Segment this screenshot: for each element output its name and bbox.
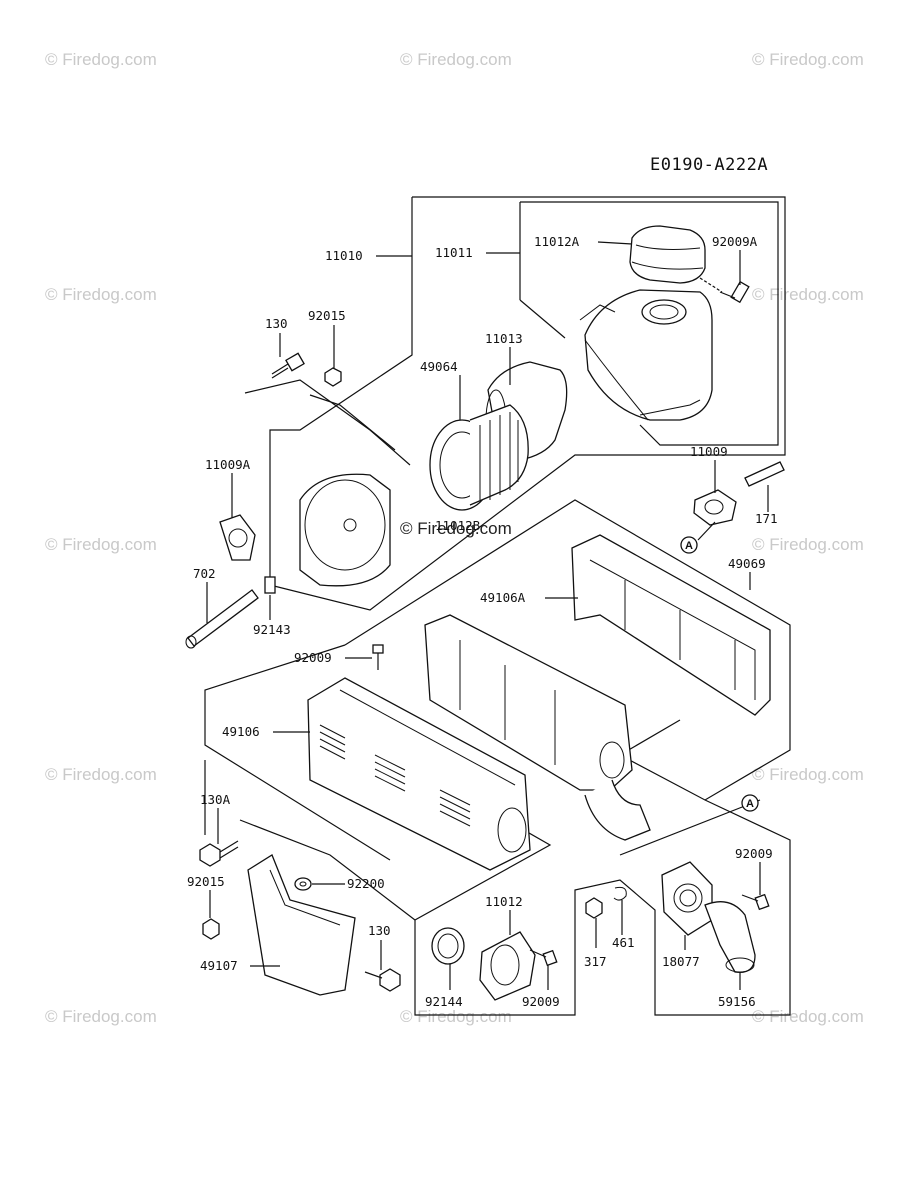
watermark: © Firedog.com xyxy=(752,1007,864,1026)
clip-461 xyxy=(613,886,627,901)
cap-11012A xyxy=(629,225,706,284)
callout-11009: 11009 xyxy=(690,444,728,459)
callout-130-top: 130 xyxy=(265,316,288,331)
callout-92015-bot: 92015 xyxy=(187,874,225,889)
arrester-18077 xyxy=(661,861,713,936)
callout-92009-mid: 92009 xyxy=(294,650,332,665)
callout-171: 171 xyxy=(755,511,778,526)
filter-49064 xyxy=(429,404,529,511)
bolt-130-top xyxy=(271,352,305,379)
callout-49064: 49064 xyxy=(420,359,458,374)
gasket-11009A xyxy=(219,514,256,561)
callout-92009-bot: 92009 xyxy=(522,994,560,1009)
marker-a-label: A xyxy=(746,798,754,810)
bolt-92009-bot xyxy=(529,949,558,967)
callout-49069: 49069 xyxy=(728,556,766,571)
callout-49107: 49107 xyxy=(200,958,238,973)
cover-49069 xyxy=(571,534,771,716)
pipe-59156 xyxy=(704,901,756,974)
callout-92144: 92144 xyxy=(425,994,463,1009)
watermark: © Firedog.com xyxy=(752,765,864,784)
nut-317 xyxy=(585,897,603,919)
callout-11013: 11013 xyxy=(485,331,523,346)
callout-49106: 49106 xyxy=(222,724,260,739)
shield-49107 xyxy=(247,854,356,996)
callout-92200: 92200 xyxy=(347,876,385,891)
diagram-code: E0190-A222A xyxy=(650,155,768,175)
callout-92009A: 92009A xyxy=(712,234,758,249)
screw-92009-mid xyxy=(372,644,384,670)
bolt-92009A xyxy=(699,277,750,304)
callout-49106A: 49106A xyxy=(480,590,526,605)
watermark: © Firedog.com xyxy=(752,285,864,304)
bolt-130A xyxy=(199,840,239,867)
watermarks: © Firedog.com © Firedog.com © Firedog.co… xyxy=(45,50,864,1026)
callout-130-bot: 130 xyxy=(368,923,391,938)
callout-labels: 11010 11011 11012A 92009A 130 92015 1101… xyxy=(187,234,778,1009)
reference-marker-a-lower: A xyxy=(741,794,759,812)
watermark: © Firedog.com xyxy=(45,765,157,784)
watermark: © Firedog.com xyxy=(400,50,512,69)
bolt-92009-right xyxy=(741,893,770,911)
nut-92015-top xyxy=(324,367,342,387)
bolt-130-bot xyxy=(364,968,401,992)
callout-11012B: 11012B xyxy=(435,518,480,533)
reference-marker-a-upper: A xyxy=(680,536,698,554)
callout-11012: 11012 xyxy=(485,894,523,909)
watermark: © Firedog.com xyxy=(752,50,864,69)
washer-92200 xyxy=(294,877,312,891)
watermark: © Firedog.com xyxy=(400,1007,512,1026)
callout-11011: 11011 xyxy=(435,245,473,260)
watermark: © Firedog.com xyxy=(45,1007,157,1026)
flange-11012 xyxy=(479,931,536,1001)
callout-11012A: 11012A xyxy=(534,234,580,249)
callout-130A: 130A xyxy=(200,792,231,807)
callout-11010: 11010 xyxy=(325,248,363,263)
callout-92009-right: 92009 xyxy=(735,846,773,861)
pipe-702 xyxy=(185,589,259,649)
band-92144 xyxy=(431,927,465,965)
muffler-49106A xyxy=(424,614,651,841)
callout-92015-top: 92015 xyxy=(308,308,346,323)
watermark: © Firedog.com xyxy=(45,535,157,554)
cover-49106 xyxy=(307,677,531,871)
marker-a-label: A xyxy=(685,540,693,552)
callout-11009A: 11009A xyxy=(205,457,251,472)
center-watermark: © Firedog.com xyxy=(400,519,512,538)
callout-461: 461 xyxy=(612,935,635,950)
watermark: © Firedog.com xyxy=(45,285,157,304)
sleeve-92143 xyxy=(264,576,276,594)
nut-92015-bot xyxy=(202,918,220,940)
leader-lines xyxy=(206,241,769,990)
callout-59156: 59156 xyxy=(718,994,756,1009)
stud-171 xyxy=(744,461,785,487)
callout-317: 317 xyxy=(584,954,607,969)
callout-702: 702 xyxy=(193,566,216,581)
watermark: © Firedog.com xyxy=(45,50,157,69)
callout-92143: 92143 xyxy=(253,622,291,637)
housing-11011 xyxy=(579,289,713,421)
cover-11012B xyxy=(299,473,391,587)
gasket-11009 xyxy=(693,489,737,526)
callout-18077: 18077 xyxy=(662,954,700,969)
watermark: © Firedog.com xyxy=(752,535,864,554)
